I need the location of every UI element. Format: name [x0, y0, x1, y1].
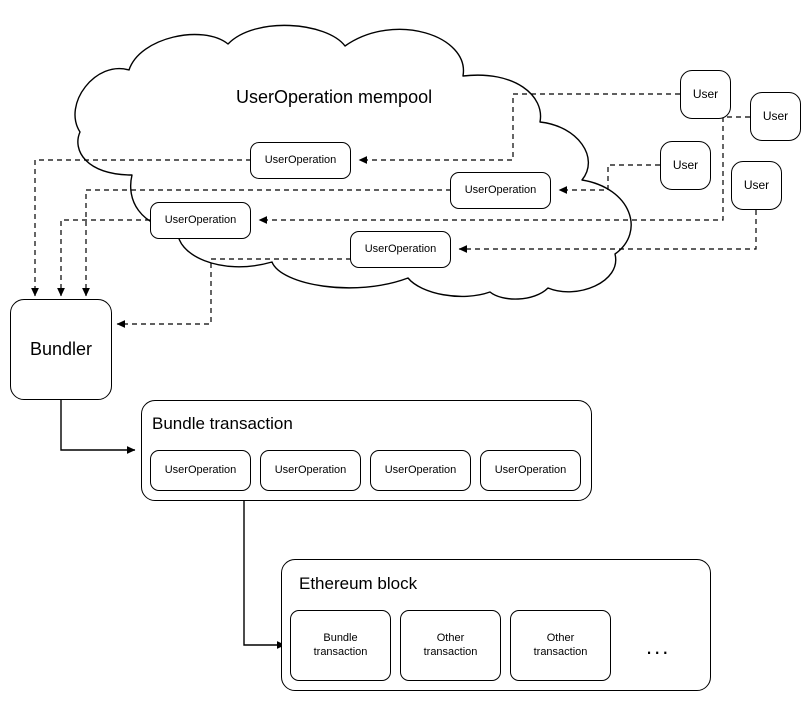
bundle-transaction-item-4[interactable]: UserOperation [480, 450, 581, 491]
wire-bundle-transaction-to-block [243, 501, 286, 649]
mempool-useroperation-3-label: UserOperation [164, 214, 237, 227]
mempool-useroperation-3[interactable]: UserOperation [150, 202, 251, 239]
user-3[interactable]: User [660, 141, 711, 190]
wire-op3-to-bundler [57, 219, 150, 297]
wire-op4-to-bundler [116, 258, 351, 328]
user-2[interactable]: User [750, 92, 801, 141]
mempool-useroperation-1[interactable]: UserOperation [250, 142, 351, 179]
user-1-label: User [692, 86, 719, 101]
bundle-transaction-title: Bundle transaction [152, 414, 293, 433]
ethereum-block-overflow-ellipsis: ... [646, 634, 671, 659]
user-3-label: User [672, 157, 699, 172]
mempool-title: UserOperation mempool [236, 87, 433, 107]
ethereum-block-title: Ethereum block [299, 574, 418, 593]
mempool-useroperation-1-label: UserOperation [264, 154, 337, 167]
bundle-transaction-item-1[interactable]: UserOperation [150, 450, 251, 491]
mempool-useroperation-4-label: UserOperation [364, 243, 437, 256]
ethereum-block-item-other-transaction-2[interactable]: Other transaction [510, 610, 611, 681]
user-4[interactable]: User [731, 161, 782, 210]
wire-user3-to-op2 [558, 164, 660, 194]
bundle-transaction-item-2[interactable]: UserOperation [260, 450, 361, 491]
user-1[interactable]: User [680, 70, 731, 119]
ethereum-block-item-1-label: Bundle transaction [313, 631, 368, 658]
mempool-useroperation-2[interactable]: UserOperation [450, 172, 551, 209]
ethereum-block-item-2-label: Other transaction [423, 631, 478, 658]
ethereum-block-item-bundle-transaction[interactable]: Bundle transaction [290, 610, 391, 681]
ethereum-block-item-3-label: Other transaction [533, 631, 588, 658]
bundle-transaction-item-1-label: UserOperation [164, 463, 237, 476]
user-4-label: User [743, 177, 770, 192]
bundle-transaction-item-2-label: UserOperation [274, 463, 347, 476]
wire-user4-to-op4 [458, 210, 757, 253]
bundler-node[interactable]: Bundler [10, 299, 112, 400]
user-2-label: User [762, 108, 789, 123]
bundler-label: Bundler [29, 339, 93, 360]
mempool-useroperation-4[interactable]: UserOperation [350, 231, 451, 268]
wire-bundler-to-bundle-transaction [60, 400, 136, 454]
mempool-useroperation-2-label: UserOperation [464, 184, 537, 197]
bundle-transaction-item-4-label: UserOperation [494, 463, 567, 476]
ethereum-block-item-other-transaction-1[interactable]: Other transaction [400, 610, 501, 681]
bundle-transaction-item-3-label: UserOperation [384, 463, 457, 476]
bundle-transaction-item-3[interactable]: UserOperation [370, 450, 471, 491]
